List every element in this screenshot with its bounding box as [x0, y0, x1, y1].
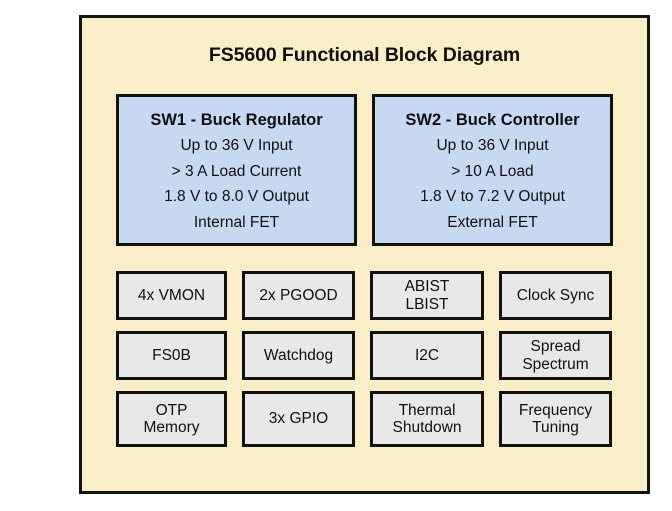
- feature-block-thermal-shutdown-line-2: Shutdown: [392, 419, 462, 436]
- block-sw2-heading: SW2 - Buck Controller: [405, 110, 580, 129]
- feature-block-clock-sync: Clock Sync: [499, 271, 612, 320]
- feature-block-spread-spectrum-line-1: Spread: [530, 338, 581, 356]
- feature-block-vmon: 4x VMON: [116, 271, 227, 320]
- feature-block-thermal-shutdown: Thermal Shutdown: [370, 391, 484, 447]
- feature-block-abist-lbist-line-2: LBIST: [405, 295, 449, 313]
- feature-block-vmon-line-1: 4x VMON: [137, 286, 206, 304]
- block-sw2-line-1: Up to 36 V Input: [436, 137, 549, 155]
- feature-block-otp-memory: OTP Memory: [116, 391, 227, 447]
- feature-block-watchdog-line-1: Watchdog: [263, 346, 334, 364]
- feature-block-i2c-line-1: I2C: [414, 346, 440, 364]
- block-sw1-buck-regulator: SW1 - Buck Regulator Up to 36 V Input > …: [116, 94, 357, 246]
- feature-block-gpio-line-1: 3x GPIO: [268, 410, 329, 428]
- feature-block-fs0b-line-1: FS0B: [152, 346, 191, 364]
- block-sw1-heading: SW1 - Buck Regulator: [150, 110, 323, 129]
- feature-block-fs0b: FS0B: [116, 331, 227, 380]
- block-sw1-line-2: > 3 A Load Current: [171, 162, 302, 180]
- block-sw1-line-4: Internal FET: [193, 213, 280, 231]
- feature-block-pgood-line-1: 2x PGOOD: [259, 286, 338, 304]
- feature-block-spread-spectrum-line-2: Spectrum: [522, 355, 589, 373]
- diagram-panel: FS5600 Functional Block Diagram SW1 - Bu…: [79, 15, 650, 494]
- feature-block-i2c: I2C: [370, 331, 484, 380]
- block-sw2-line-2: > 10 A Load: [451, 162, 534, 180]
- block-sw1-line-3: 1.8 V to 8.0 V Output: [164, 188, 309, 206]
- block-sw2-buck-controller: SW2 - Buck Controller Up to 36 V Input >…: [372, 94, 613, 246]
- feature-block-frequency-tuning-line-1: Frequency: [518, 401, 593, 419]
- feature-block-otp-memory-line-1: OTP: [155, 401, 188, 419]
- block-sw1-line-1: Up to 36 V Input: [180, 137, 293, 155]
- feature-block-abist-lbist-line-1: ABIST: [404, 278, 450, 296]
- feature-block-thermal-shutdown-line-1: Thermal: [398, 401, 456, 419]
- feature-block-pgood: 2x PGOOD: [242, 271, 355, 320]
- feature-block-abist-lbist: ABIST LBIST: [370, 271, 484, 320]
- feature-block-spread-spectrum: Spread Spectrum: [499, 331, 612, 380]
- feature-block-watchdog: Watchdog: [242, 331, 355, 380]
- feature-block-frequency-tuning-line-2: Tuning: [532, 419, 579, 436]
- feature-block-clock-sync-line-1: Clock Sync: [516, 286, 595, 304]
- block-sw2-line-3: 1.8 V to 7.2 V Output: [420, 188, 565, 206]
- feature-block-grid: 4x VMON 2x PGOOD ABIST LBIST Clock Sync …: [116, 271, 613, 447]
- feature-block-gpio: 3x GPIO: [242, 391, 355, 447]
- feature-block-frequency-tuning: Frequency Tuning: [499, 391, 612, 447]
- block-sw2-line-4: External FET: [447, 213, 538, 231]
- feature-block-otp-memory-line-2: Memory: [143, 419, 200, 436]
- switcher-block-row: SW1 - Buck Regulator Up to 36 V Input > …: [116, 94, 613, 246]
- page-title: FS5600 Functional Block Diagram: [208, 44, 521, 66]
